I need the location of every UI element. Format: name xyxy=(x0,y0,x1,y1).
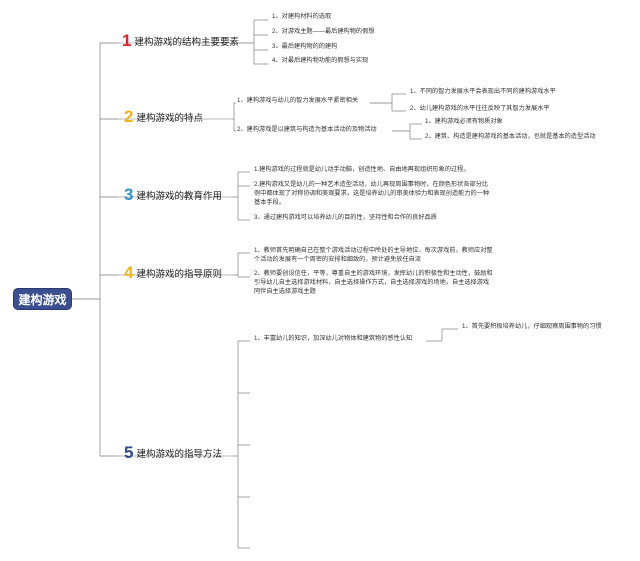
root-node[interactable]: 建构游戏 xyxy=(13,288,72,310)
topic-5-item-1-sub-1[interactable]: 1、首先要积极培养幼儿，仔细观察周围事物的习惯 xyxy=(462,323,602,330)
topic-3-item-3[interactable]: 3、通过建构游戏可以培养幼儿的目的性，坚持性和合作的良好品质 xyxy=(254,214,437,221)
topic-1-number: 1 xyxy=(122,31,132,50)
topic-3-item-1[interactable]: 1.建构游戏的过程就是幼儿动手动脑，创造性地、自由地再现组织形象的过程。 xyxy=(254,166,470,173)
topic-1-item-4[interactable]: 4、对最后建构物功能的假想与实现 xyxy=(272,57,369,64)
topic-3[interactable]: 3 建构游戏的教育作用 xyxy=(124,186,222,203)
topic-4-label: 建构游戏的指导原则 xyxy=(136,268,222,280)
topic-2-item-1-sub-1[interactable]: 1、不同的智力发展水平会表现出不同的建构游戏水平 xyxy=(410,88,556,95)
topic-2-item-2[interactable]: 2、建构游戏是以建筑与构造为基本活动的及物活动 xyxy=(237,126,377,133)
topic-2-number: 2 xyxy=(124,107,134,126)
topic-3-label: 建构游戏的教育作用 xyxy=(136,190,222,202)
topic-5[interactable]: 5 建构游戏的指导方法 xyxy=(124,444,222,461)
topic-1[interactable]: 1 建构游戏的结构主要要素 xyxy=(122,32,239,49)
topic-1-label: 建构游戏的结构主要要素 xyxy=(134,36,239,48)
topic-4[interactable]: 4 建构游戏的指导原则 xyxy=(124,264,222,281)
root-label: 建构游戏 xyxy=(18,292,67,307)
topic-2-item-1-sub-2[interactable]: 2、幼儿建构游戏的水平往往反映了其智力发展水平 xyxy=(410,105,550,112)
topic-1-item-2[interactable]: 2、对游戏主题——最后建构物的假想 xyxy=(272,28,375,35)
topic-5-label: 建构游戏的指导方法 xyxy=(136,448,222,460)
topic-2[interactable]: 2 建构游戏的特点 xyxy=(124,108,203,125)
topic-2-item-1[interactable]: 1、建构游戏与幼儿的智力发展水平紧密相关 xyxy=(237,97,359,104)
topic-4-number: 4 xyxy=(124,263,134,282)
topic-4-item-1[interactable]: 1、教师首先明确自己在整个游戏活动过程中所处的主导地位，每次游戏前，教师应对整个… xyxy=(254,247,493,263)
topic-2-item-2-sub-2[interactable]: 2、建筑、构造是建构游戏的基本活动，也就是基本的造型活动 xyxy=(425,133,596,140)
topic-3-number: 3 xyxy=(124,185,134,204)
topic-2-item-2-sub-1[interactable]: 1、建构游戏必须有物质对象 xyxy=(425,118,503,125)
topic-5-number: 5 xyxy=(124,443,134,462)
topic-1-item-1[interactable]: 1、对建构材料的选取 xyxy=(272,13,332,20)
topic-3-item-2[interactable]: 2.建构游戏又是幼儿的一种艺术造型活动，幼儿再现周围事物时，在颜色形状各部分比例… xyxy=(254,181,490,206)
topic-1-item-3[interactable]: 3、最后建构物的的建构 xyxy=(272,43,338,50)
topic-2-label: 建构游戏的特点 xyxy=(136,112,203,124)
topic-5-item-1[interactable]: 1、丰富幼儿的知识，加深幼儿对物体和建筑物的感性认知 xyxy=(254,335,413,342)
topic-4-item-2[interactable]: 2、教师要创设信任，平等，尊重自主的游戏环境，发挥幼儿的积极性和主动性，鼓励和引… xyxy=(254,270,493,295)
